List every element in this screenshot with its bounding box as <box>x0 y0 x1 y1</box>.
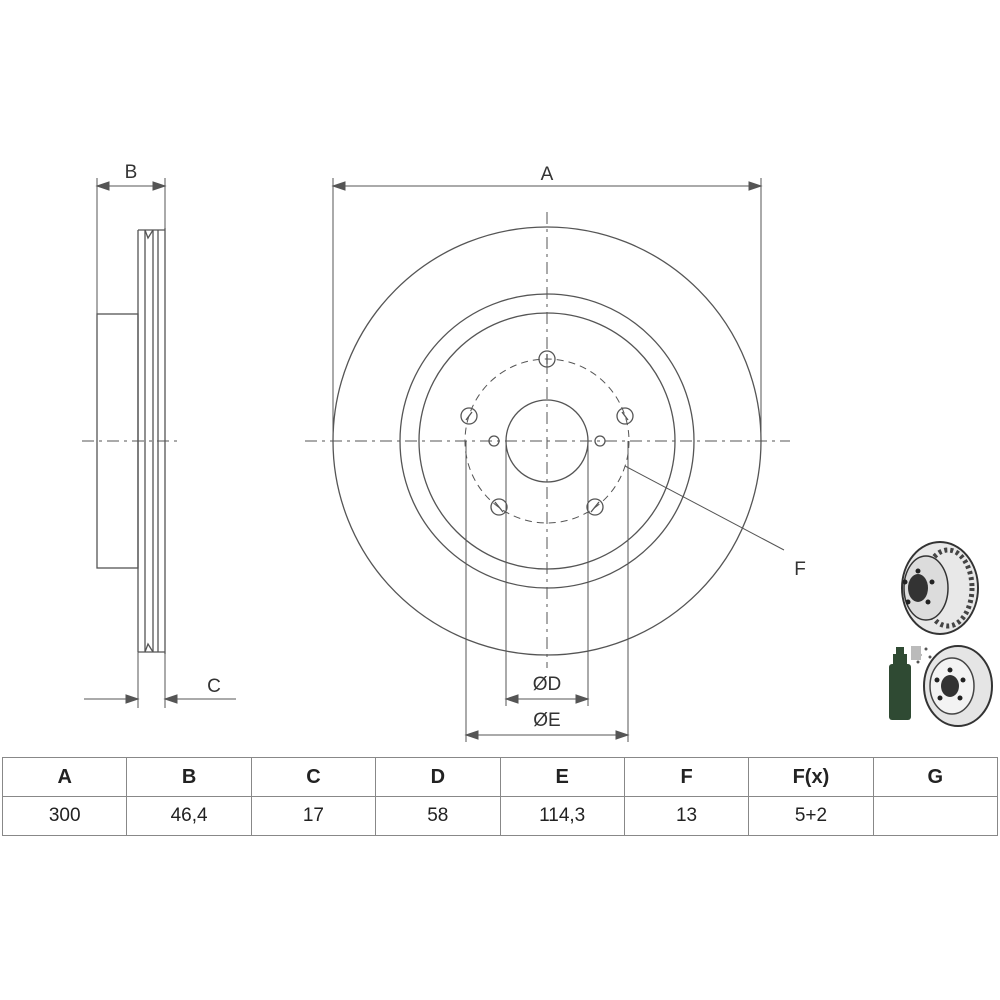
dimension-d <box>504 441 590 706</box>
dimension-c <box>84 652 236 708</box>
value-g <box>872 796 999 836</box>
coating-spray-icon <box>889 645 993 727</box>
header-g: G <box>872 757 999 797</box>
header-a: A <box>1 757 128 797</box>
value-a: 300 <box>1 796 128 836</box>
header-b: B <box>126 757 252 797</box>
label-d: ØD <box>533 674 562 695</box>
header-c: C <box>250 757 377 797</box>
label-c: C <box>207 676 221 697</box>
brake-disc-photo-icon <box>901 541 979 635</box>
spec-table: A B C D E F F(x) G 300 46,4 17 58 114,3 … <box>1 757 999 836</box>
bolt-hole <box>586 498 604 516</box>
dimension-a <box>331 178 763 441</box>
locator-hole <box>594 435 606 447</box>
label-b: B <box>125 162 138 183</box>
dimension-e <box>464 441 630 742</box>
header-e: E <box>499 757 625 797</box>
value-d: 58 <box>375 796 501 836</box>
bolt-hole <box>460 407 478 425</box>
header-f: F <box>623 757 750 797</box>
header-d: D <box>375 757 501 797</box>
bolt-hole <box>538 350 556 368</box>
disc-side-view <box>82 228 182 654</box>
spec-value-row: 300 46,4 17 58 114,3 13 5+2 <box>1 796 999 836</box>
value-e: 114,3 <box>499 796 625 836</box>
label-a: A <box>541 164 554 185</box>
locator-hole <box>488 435 500 447</box>
locator-holes <box>488 435 606 447</box>
value-b: 46,4 <box>126 796 252 836</box>
spec-header-row: A B C D E F F(x) G <box>1 757 999 797</box>
bolt-hole <box>616 407 634 425</box>
bolt-hole <box>490 498 508 516</box>
dimension-b <box>95 178 167 314</box>
value-c: 17 <box>250 796 377 836</box>
bolt-holes <box>460 350 634 516</box>
leader-f <box>624 465 785 551</box>
value-fx: 5+2 <box>748 796 874 836</box>
value-f: 13 <box>623 796 750 836</box>
header-fx: F(x) <box>748 757 874 797</box>
disc-front-view <box>305 212 790 668</box>
label-f: F <box>794 559 806 580</box>
label-e: ØE <box>533 710 560 731</box>
